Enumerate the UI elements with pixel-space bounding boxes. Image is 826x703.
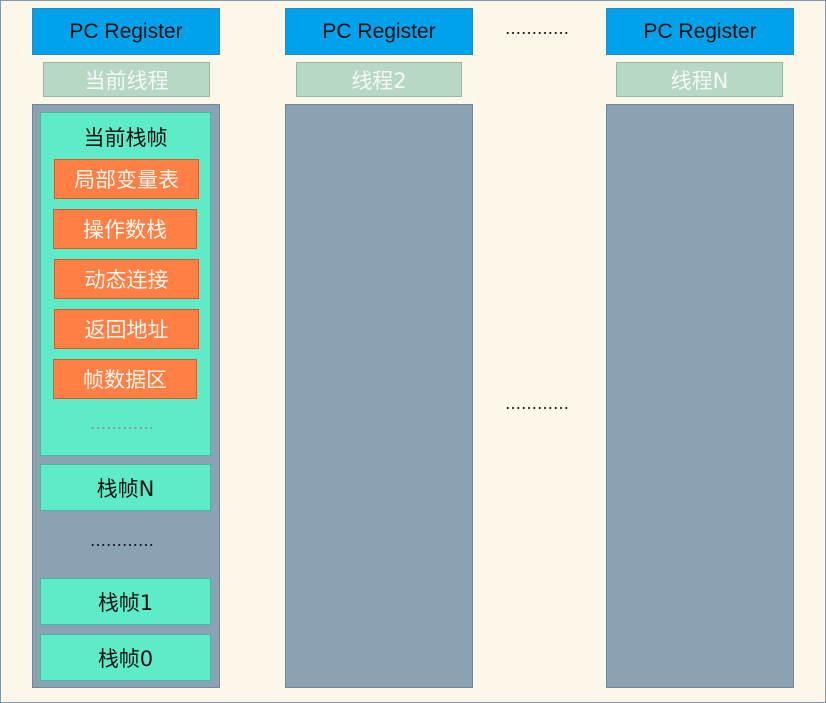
thread-stack-n — [606, 104, 794, 688]
stack-frame-0: 栈帧0 — [40, 634, 211, 681]
thread-label-current: 当前线程 — [43, 62, 210, 97]
operand-stack: 操作数栈 — [53, 209, 197, 249]
pc-register-thread-1: PC Register — [32, 8, 220, 55]
current-stack-frame-title: 当前栈帧 — [83, 126, 168, 150]
stack-frame-n: 栈帧N — [40, 464, 211, 511]
thread-label-2: 线程2 — [296, 62, 462, 97]
dynamic-linking: 动态连接 — [54, 259, 199, 299]
thread-label-n: 线程N — [616, 62, 783, 97]
local-variable-table: 局部变量表 — [54, 159, 199, 199]
frame-data-area: 帧数据区 — [53, 359, 197, 399]
top-ellipsis: ………… — [505, 19, 569, 38]
stack-frame-1: 栈帧1 — [40, 578, 211, 625]
pc-register-thread-2: PC Register — [285, 8, 473, 55]
stack-frames-ellipsis: ………… — [90, 531, 154, 550]
pc-register-thread-n: PC Register — [606, 8, 794, 55]
thread-stack-2 — [285, 104, 473, 688]
middle-ellipsis: ………… — [505, 394, 569, 413]
current-frame-ellipsis: ………… — [90, 414, 154, 433]
return-address: 返回地址 — [54, 309, 199, 349]
